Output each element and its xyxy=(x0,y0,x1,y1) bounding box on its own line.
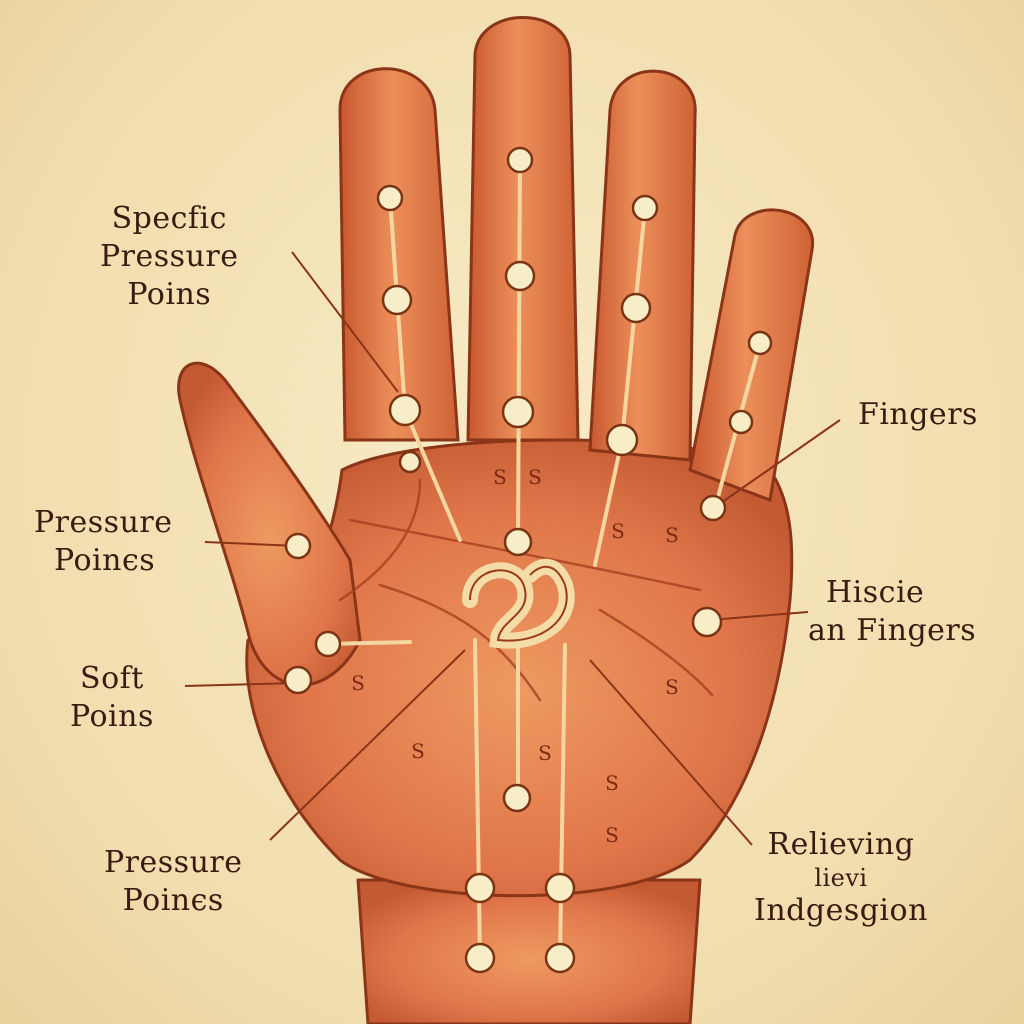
palm-mark: S xyxy=(538,741,552,765)
pressure-point-icon xyxy=(691,606,723,638)
pressure-points xyxy=(283,146,773,974)
pressure-point-icon xyxy=(605,423,639,457)
label-line: Indgesgion xyxy=(754,893,928,928)
label-line: Poins xyxy=(70,699,154,734)
label-line: Pressure xyxy=(100,239,239,274)
little-finger xyxy=(688,208,814,503)
palm-mark: S xyxy=(665,675,679,699)
fingers-group xyxy=(338,16,814,503)
pressure-point-icon xyxy=(464,872,496,904)
palm-mark: S xyxy=(528,465,542,489)
label-line: Soft xyxy=(80,661,144,696)
label-line: an Fingers xyxy=(808,613,977,648)
pressure-point-icon xyxy=(502,783,532,813)
pressure-point-icon xyxy=(631,194,659,222)
pressure-point-icon xyxy=(284,532,312,560)
label-line: Pressure xyxy=(104,845,243,880)
label-relieving-indigestion: Relieving lievi Indgesgion xyxy=(754,826,928,930)
label-fingers: Fingers xyxy=(858,396,978,434)
pressure-point-icon xyxy=(747,330,773,356)
pressure-point-icon xyxy=(376,184,404,212)
ring-finger xyxy=(588,69,697,462)
label-line: Poinєs xyxy=(122,883,224,918)
pressure-point-icon xyxy=(544,942,576,974)
palm-mark: S xyxy=(605,771,619,795)
label-line: Pressure xyxy=(34,505,173,540)
pressure-point-icon xyxy=(504,260,536,292)
pressure-point-icon xyxy=(501,395,535,429)
pressure-point-icon xyxy=(464,942,496,974)
pressure-point-icon xyxy=(699,494,727,522)
label-line: Hiscie xyxy=(826,575,925,610)
center-swirl-icon xyxy=(462,558,575,649)
palm-mark: S xyxy=(493,465,507,489)
label-pressure-points-bottom: Pressure Poinєs xyxy=(104,844,243,920)
palm-mark: S xyxy=(351,671,365,695)
leader-lines xyxy=(184,251,841,846)
pressure-point-icon xyxy=(544,872,576,904)
palm-mark: S xyxy=(611,519,625,543)
pressure-point-icon xyxy=(728,409,754,435)
label-line: Specfic xyxy=(111,201,227,236)
label-soft-points: Soft Poins xyxy=(70,660,154,736)
pressure-point-icon xyxy=(388,393,422,427)
middle-finger xyxy=(466,16,580,442)
label-line: Poins xyxy=(127,277,212,312)
palm-mark: S xyxy=(665,523,679,547)
wrist xyxy=(356,878,702,1024)
label-specific-pressure-points: Specfic Pressure Poins xyxy=(100,200,239,314)
pressure-point-icon xyxy=(314,630,342,658)
label-pressure-points-left: Pressure Poinєs xyxy=(34,504,173,580)
palm-mark: S xyxy=(605,823,619,847)
pressure-point-icon xyxy=(620,292,652,324)
pressure-point-icon xyxy=(503,527,533,557)
label-hiscie-on-fingers: Hiscie an Fingers xyxy=(808,574,976,650)
pressure-point-icon xyxy=(283,665,313,695)
label-line: lievi xyxy=(814,864,868,892)
pressure-point-icon xyxy=(381,284,413,316)
palm-mark: S xyxy=(411,739,425,763)
label-line: Poinєs xyxy=(54,543,156,578)
label-line: Fingers xyxy=(858,397,978,432)
index-finger xyxy=(338,67,460,442)
label-line: Relieving xyxy=(767,827,915,862)
pressure-point-icon xyxy=(398,450,422,474)
pressure-point-icon xyxy=(506,146,534,174)
